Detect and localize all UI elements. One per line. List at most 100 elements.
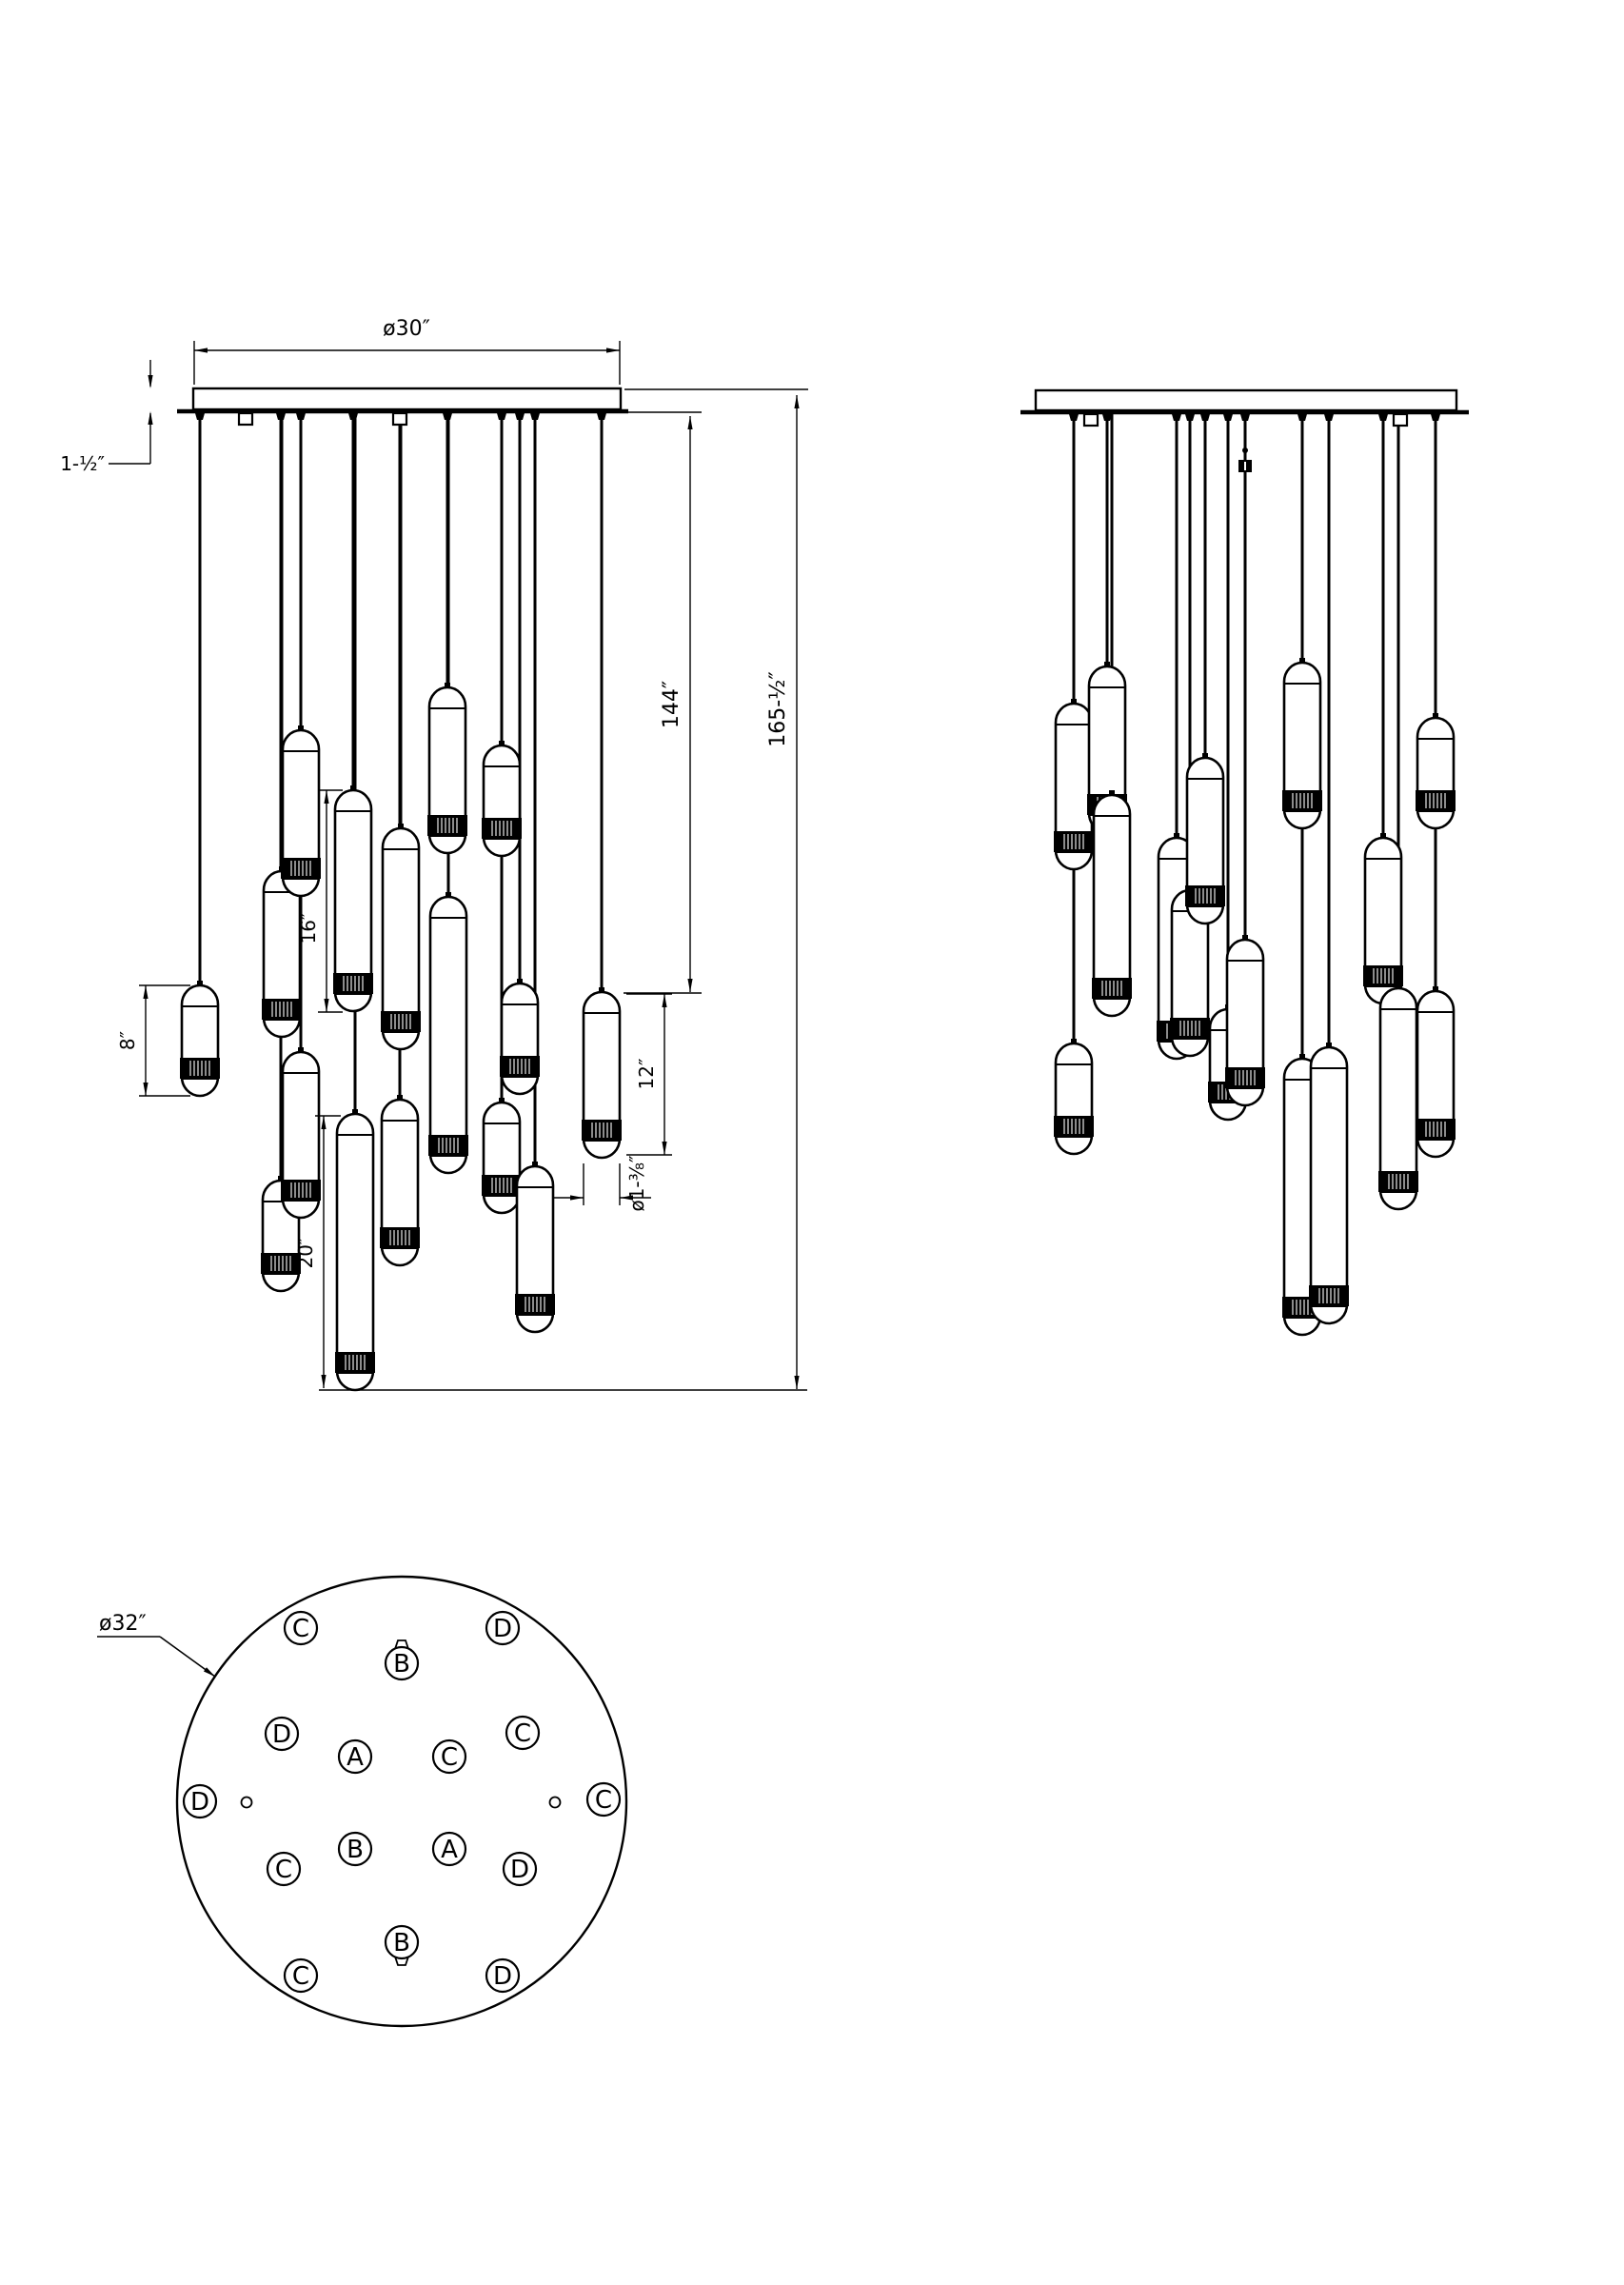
pendant-glass-body <box>582 990 622 1160</box>
pendant-right-14-8in <box>1416 713 1456 830</box>
pendant-stem-nub <box>298 1047 304 1053</box>
pendant-glass-body <box>1416 989 1456 1159</box>
plan-position-d-1: D <box>485 1610 521 1646</box>
dimension-arrow <box>620 1195 633 1201</box>
pendant-glass-body <box>1225 938 1265 1107</box>
pendant-stem-nub <box>1104 662 1110 667</box>
position-circle <box>485 1957 521 1994</box>
pendant-left-11-8in <box>482 741 522 858</box>
cord-grip-nub <box>530 413 540 420</box>
pendant-12in-label: 12″ <box>635 1059 658 1090</box>
canopy-plate-left <box>191 387 623 411</box>
pendant-8in-label: 8″ <box>116 1031 139 1050</box>
pendant-ribbed-band <box>428 1135 468 1156</box>
dimension-arrow <box>143 1083 149 1096</box>
pendant-stem-nub <box>197 981 203 986</box>
pendant-ribbed-band <box>500 1056 540 1077</box>
elevation-view-left <box>177 387 807 1392</box>
pendant-left-14-12in <box>515 1162 555 1334</box>
pendant-ribbed-band <box>515 1294 555 1315</box>
pendant-ribbed-band <box>335 1352 375 1373</box>
cord-grip-nub <box>1223 414 1233 421</box>
pendant-stem-nub <box>1380 833 1386 839</box>
canopy-diameter-label: ø30″ <box>383 317 430 341</box>
pendant-glass-body <box>281 1050 321 1220</box>
cord-grip-nub <box>1069 414 1079 421</box>
pendant-ribbed-band <box>1309 1285 1349 1306</box>
cord-grip-nub <box>515 413 525 420</box>
pendant-diameter-label: ø1-⅜″ <box>625 1155 648 1211</box>
pendant-right-12-12in <box>1363 833 1403 1005</box>
pendant-ribbed-band <box>1170 1018 1210 1039</box>
position-circle <box>485 1610 521 1646</box>
pendant-ribbed-band <box>1363 965 1403 986</box>
pendant-ribbed-band <box>281 858 321 879</box>
dimension-arrow <box>148 375 153 388</box>
pendant-left-8-16in <box>381 824 421 1051</box>
pendant-glass-body <box>428 895 468 1175</box>
dimension-arrow <box>324 999 329 1012</box>
leader-arrow <box>203 1667 215 1677</box>
pendant-ribbed-band <box>427 815 467 836</box>
pendant-20in-label: 20″ <box>294 1238 317 1269</box>
pendant-stem-nub <box>398 824 404 829</box>
pendant-glass-body <box>333 788 373 1013</box>
dimension-annotations: ø30″1-½″144″165-½″8″16″20″12″ø1-⅜″ <box>60 317 808 1389</box>
pendant-right-15-12in <box>1416 986 1456 1159</box>
dimension-arrow <box>570 1195 584 1201</box>
cord-grip-nub <box>443 413 452 420</box>
cord-grip-nub <box>296 413 306 420</box>
pendant-left-0-8in <box>180 981 220 1098</box>
cord-grip-nub <box>1240 414 1250 421</box>
pendant-stem-nub <box>1071 699 1077 705</box>
pendant-stem-nub <box>278 1176 284 1182</box>
pendant-right-13-16in <box>1378 984 1418 1211</box>
plan-position-d-7: D <box>182 1783 218 1819</box>
position-letter: B <box>393 1650 410 1679</box>
cord-grip-nub <box>497 413 506 420</box>
pendant-right-8-12in <box>1225 935 1265 1107</box>
pendant-ribbed-band <box>1185 885 1225 906</box>
plan-position-c-11: C <box>266 1851 302 1887</box>
pendant-stem-nub <box>445 683 450 688</box>
pendant-ribbed-band <box>1225 1067 1265 1088</box>
pendant-glass-body <box>281 728 321 898</box>
pendant-stem-nub <box>532 1162 538 1167</box>
position-circle <box>384 1924 420 1960</box>
pendant-glass-body <box>381 826 421 1051</box>
pendant-glass-body <box>1185 756 1225 925</box>
pendant-left-4-12in <box>281 1047 321 1220</box>
plan-position-a-4: A <box>337 1739 373 1775</box>
pendant-right-1-8in <box>1054 1039 1094 1156</box>
pendant-stem-nub <box>397 1095 403 1101</box>
pendant-ribbed-band <box>1378 1171 1418 1192</box>
cord-grip-nub <box>348 413 358 420</box>
pendant-16in-label: 16″ <box>297 913 320 944</box>
pendant-glass-body <box>1309 1045 1349 1325</box>
pendant-stem-nub <box>298 725 304 731</box>
canopy-junction-box <box>391 411 408 427</box>
plan-position-b-9: B <box>337 1831 373 1867</box>
position-letter: B <box>393 1929 410 1957</box>
pendant-stem-nub <box>517 979 523 984</box>
position-circle <box>264 1716 300 1752</box>
cord-grip-nub <box>1172 414 1181 421</box>
canopy-plan-circle <box>175 1575 628 2028</box>
position-circle <box>266 1851 302 1887</box>
dimension-arrow <box>148 411 153 425</box>
dimension-arrow <box>662 1142 667 1155</box>
plan-position-c-14: C <box>283 1957 319 1994</box>
dimension-arrow <box>143 985 149 999</box>
pendant-right-9-12in <box>1282 658 1322 830</box>
dimension-arrow <box>606 348 620 353</box>
pendant-stem-nub <box>599 987 604 993</box>
pendant-left-13-8in <box>500 979 540 1096</box>
position-circle <box>585 1781 622 1818</box>
cord-grip-nub <box>1102 414 1112 421</box>
pendant-stem-nub <box>1326 1043 1332 1048</box>
position-circle <box>502 1851 538 1887</box>
pendant-left-10-20in <box>428 892 468 1175</box>
pendant-ribbed-band <box>482 818 522 839</box>
